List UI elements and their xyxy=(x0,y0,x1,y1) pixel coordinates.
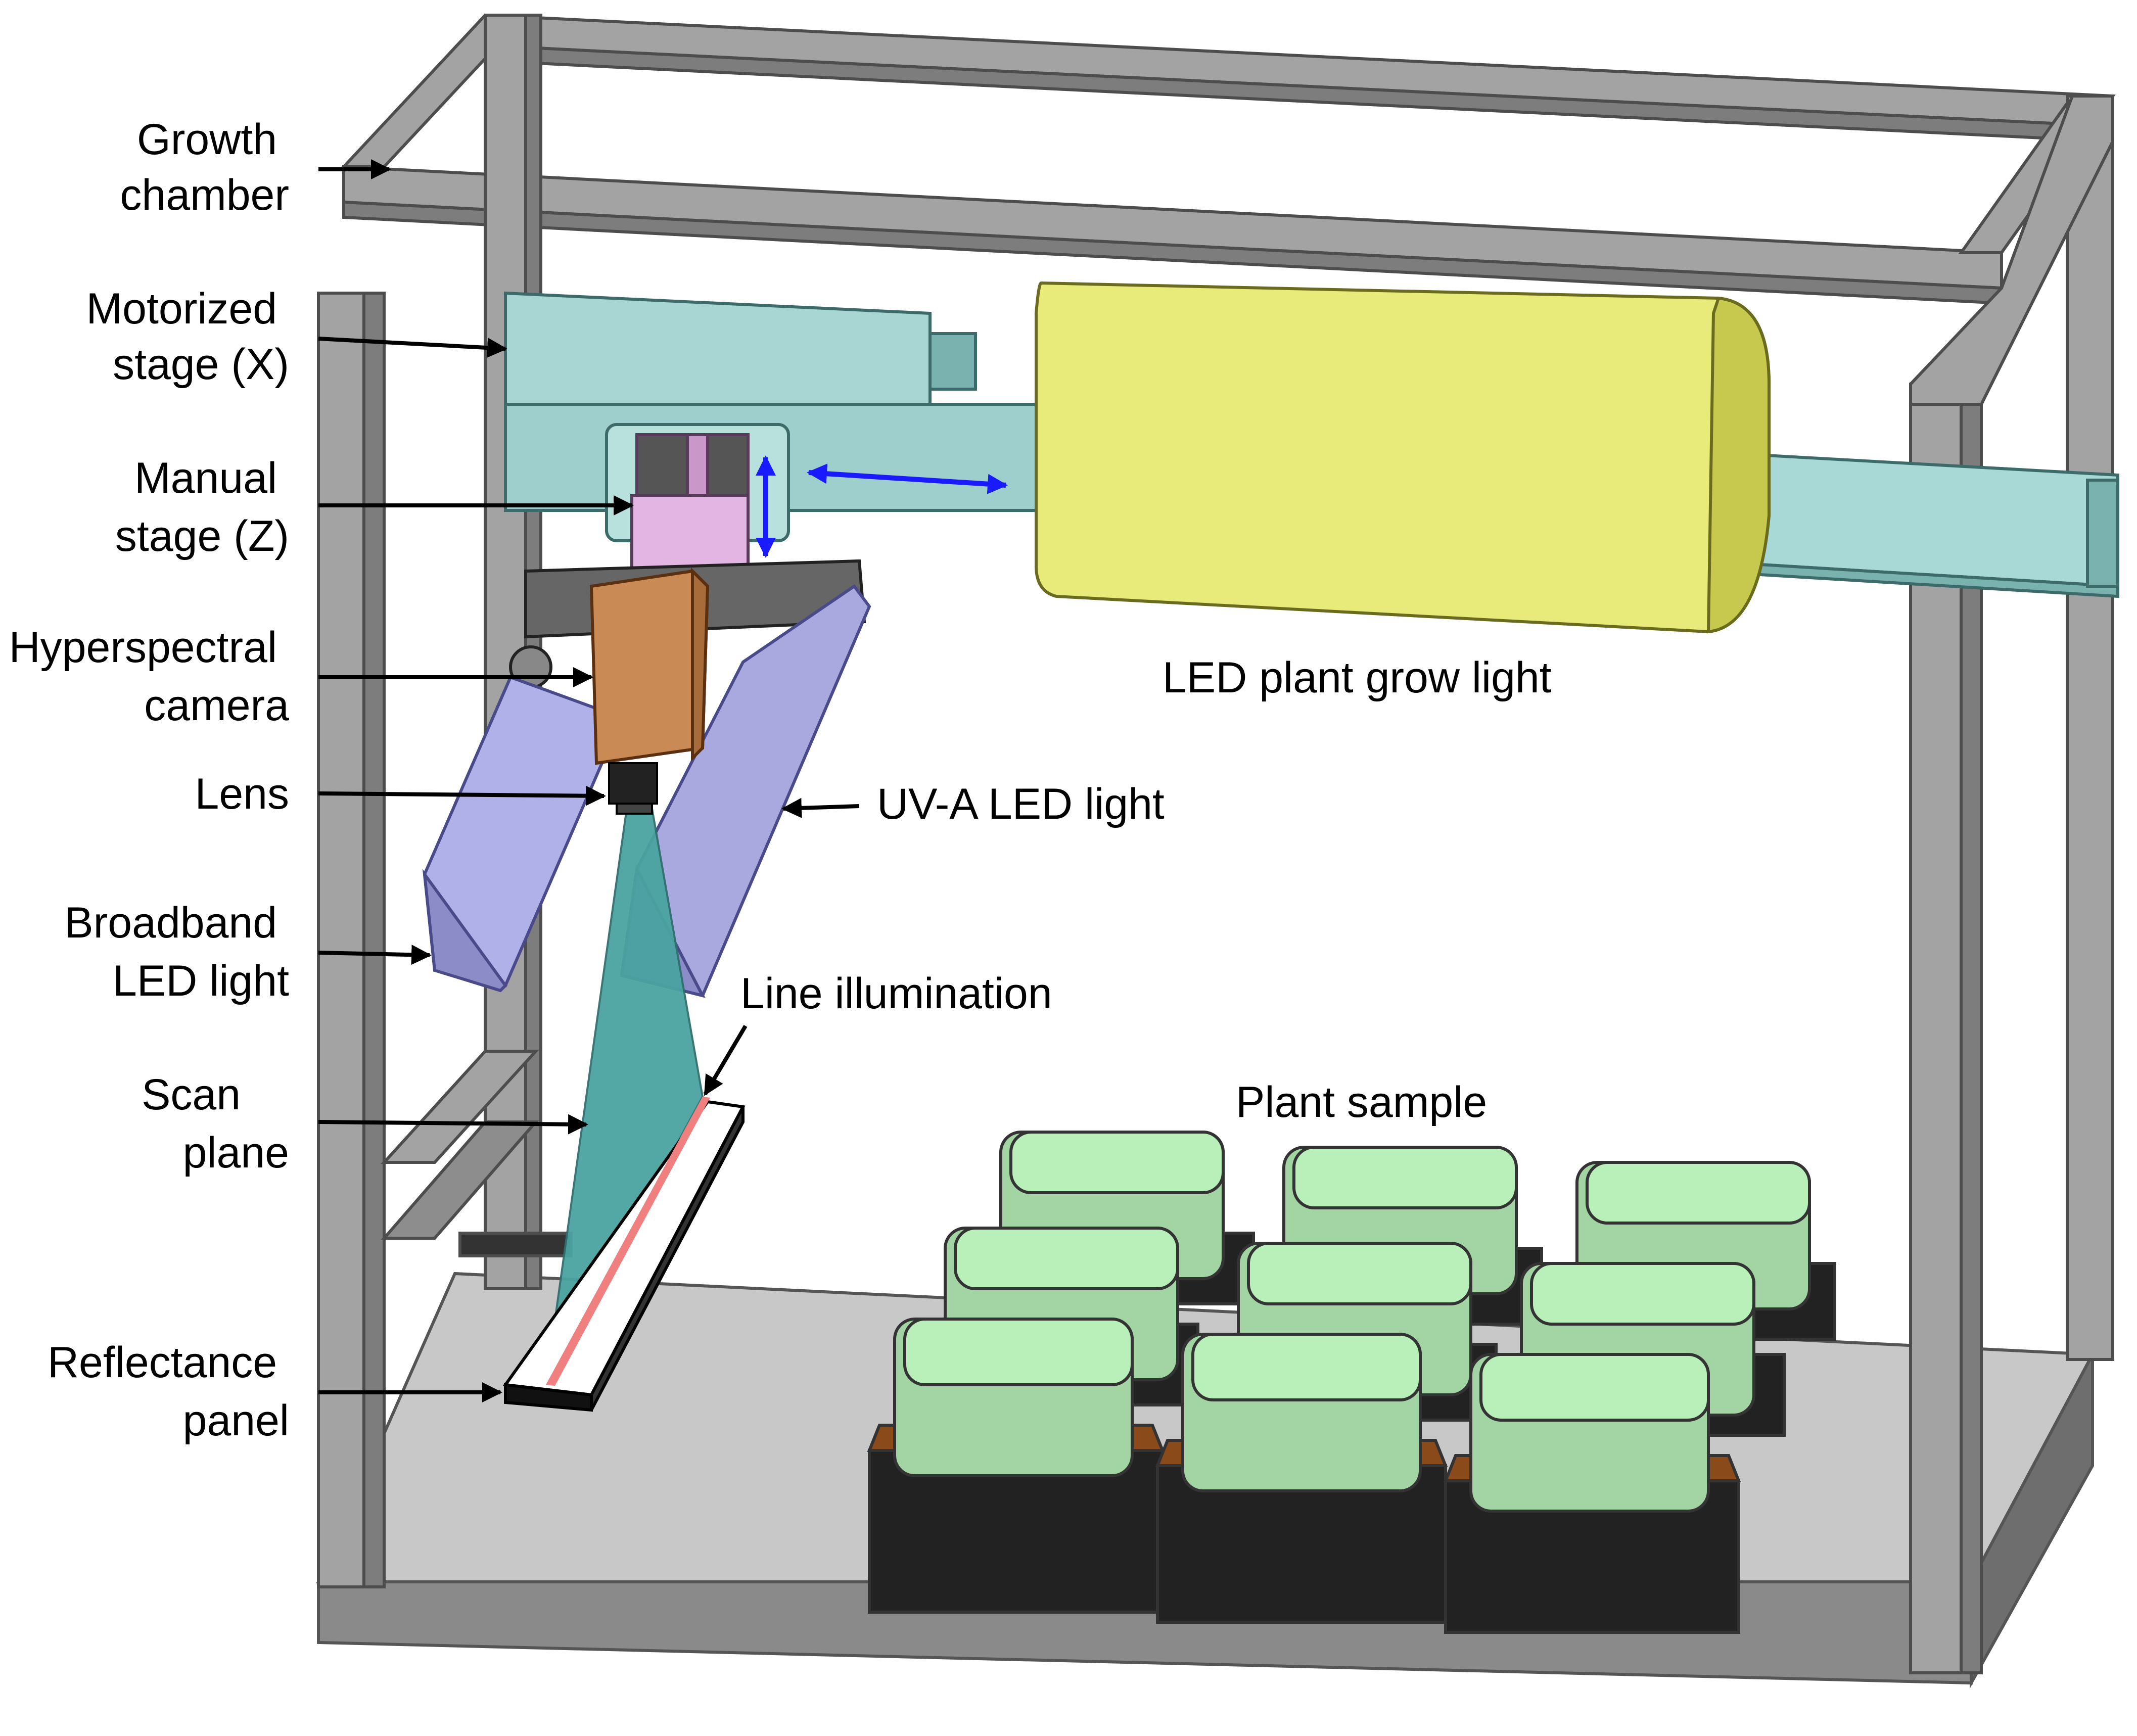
broadband-led-bar xyxy=(422,675,624,993)
arrow-motorized-stage xyxy=(318,337,507,358)
label-reflectance-panel: Reflectance panel xyxy=(48,1338,289,1445)
label-led-grow-light: LED plant grow light xyxy=(1163,653,1552,702)
label-growth-chamber: Growth chamber xyxy=(120,115,289,219)
label-plant-sample: Plant sample xyxy=(1236,1078,1487,1127)
led-grow-light xyxy=(1035,281,1771,634)
arrow-broadband-led xyxy=(318,945,432,965)
manual-stage-z xyxy=(630,433,750,573)
callout-arrows xyxy=(318,159,860,1402)
label-motorized-stage: Motorized stage (X) xyxy=(86,285,290,389)
plant-pot xyxy=(1155,1333,1448,1624)
labels: Growth chamber Motorized stage (X) Manua… xyxy=(9,115,1552,1445)
label-hyperspectral-camera: Hyperspectral camera xyxy=(9,623,290,730)
arrow-uva-led xyxy=(781,797,860,818)
illumination-line xyxy=(546,1097,710,1386)
plant-samples xyxy=(867,1131,1836,1634)
label-scan-plane: Scan plane xyxy=(142,1070,289,1177)
arrow-lens xyxy=(318,785,606,806)
x-axis-arrow xyxy=(807,463,1008,494)
arrow-scan-plane xyxy=(318,1114,588,1135)
plant-pot xyxy=(867,1318,1165,1614)
label-broadband-led: Broadband LED light xyxy=(64,899,289,1005)
arrow-line-illumination xyxy=(703,1024,748,1096)
label-uva-led: UV-A LED light xyxy=(877,780,1165,828)
label-manual-stage: Manual stage (Z) xyxy=(115,454,289,560)
hyperspectral-camera xyxy=(589,567,710,765)
plant-pot xyxy=(1443,1353,1741,1634)
growth-chamber-frame xyxy=(317,13,2116,1674)
label-line-illumination: Line illumination xyxy=(740,969,1052,1018)
label-lens: Lens xyxy=(195,770,290,818)
lens xyxy=(608,762,658,815)
